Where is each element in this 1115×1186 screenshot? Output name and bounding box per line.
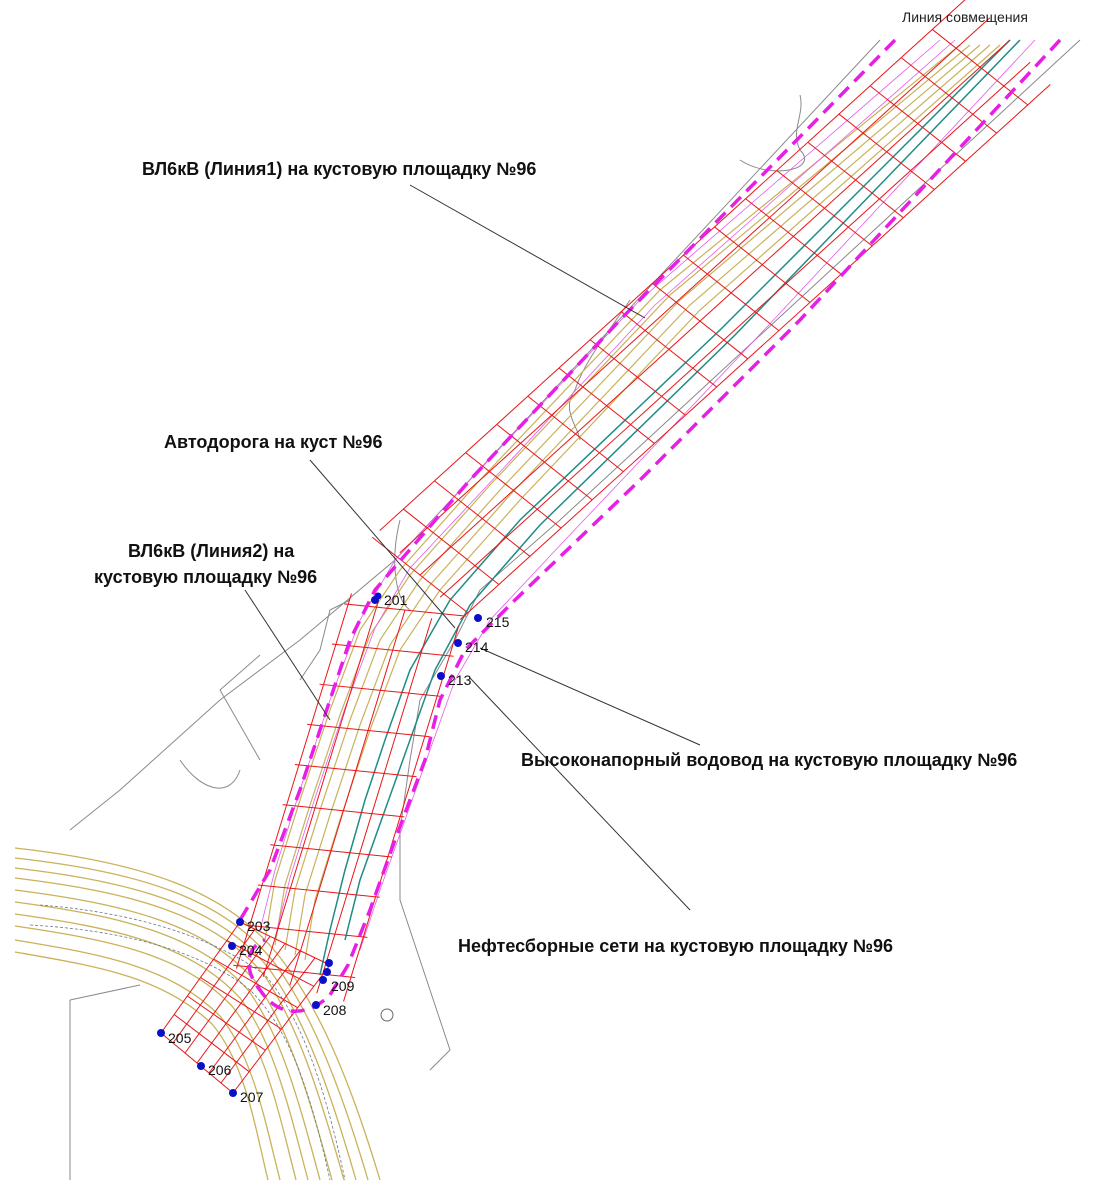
point-label-214: 214 — [465, 639, 489, 655]
point-203-marker — [236, 918, 244, 926]
annotation-vl-line2-b: кустовую площадку №96 — [94, 567, 317, 587]
point-208-marker — [312, 1001, 320, 1009]
pipeline-lines — [319, 39, 1021, 976]
point-label-204: 204 — [239, 942, 263, 958]
annotation-vl-line1: ВЛ6кВ (Линия1) на кустовую площадку №96 — [142, 159, 536, 179]
point-204-marker — [228, 942, 236, 950]
point-label-201: 201 — [384, 592, 408, 608]
leader-lines — [244, 184, 701, 911]
point-label-215: 215 — [486, 614, 510, 630]
point-201-marker-b — [374, 592, 382, 600]
point-label-208: 208 — [323, 1002, 347, 1018]
point-label-205: 205 — [168, 1030, 192, 1046]
annotation-road: Автодорога на куст №96 — [164, 432, 382, 452]
point-label-203: 203 — [247, 918, 271, 934]
point-209-marker — [325, 959, 333, 967]
point-207-marker — [229, 1089, 237, 1097]
annotation-oil: Нефтесборные сети на кустовую площадку №… — [458, 936, 893, 956]
annotation-water: Высоконапорный водовод на кустовую площа… — [521, 750, 1017, 770]
point-215-marker — [474, 614, 482, 622]
point-205-marker — [157, 1029, 165, 1037]
point-209-marker-c — [319, 976, 327, 984]
survey-points — [157, 592, 482, 1097]
point-label-206: 206 — [208, 1062, 232, 1078]
allotment-boundary — [238, 38, 1062, 1013]
point-213-marker — [437, 672, 445, 680]
access-road-corridor — [264, 44, 1001, 961]
point-label-207: 207 — [240, 1089, 264, 1105]
point-206-marker — [197, 1062, 205, 1070]
terrain-lines — [69, 39, 1081, 1180]
annotation-vl-line2-a: ВЛ6кВ (Линия2) на — [128, 541, 295, 561]
match-line-label: Линия совмещения — [902, 9, 1028, 25]
point-214-marker — [454, 639, 462, 647]
point-label-209: 209 — [331, 978, 355, 994]
point-label-213: 213 — [448, 672, 472, 688]
survey-point-labels: 201 215 214 213 203 204 209 208 205 206 … — [168, 592, 510, 1105]
point-209-marker-b — [323, 968, 331, 976]
road-network — [14, 847, 381, 1181]
terrain-marker — [380, 1008, 394, 1022]
